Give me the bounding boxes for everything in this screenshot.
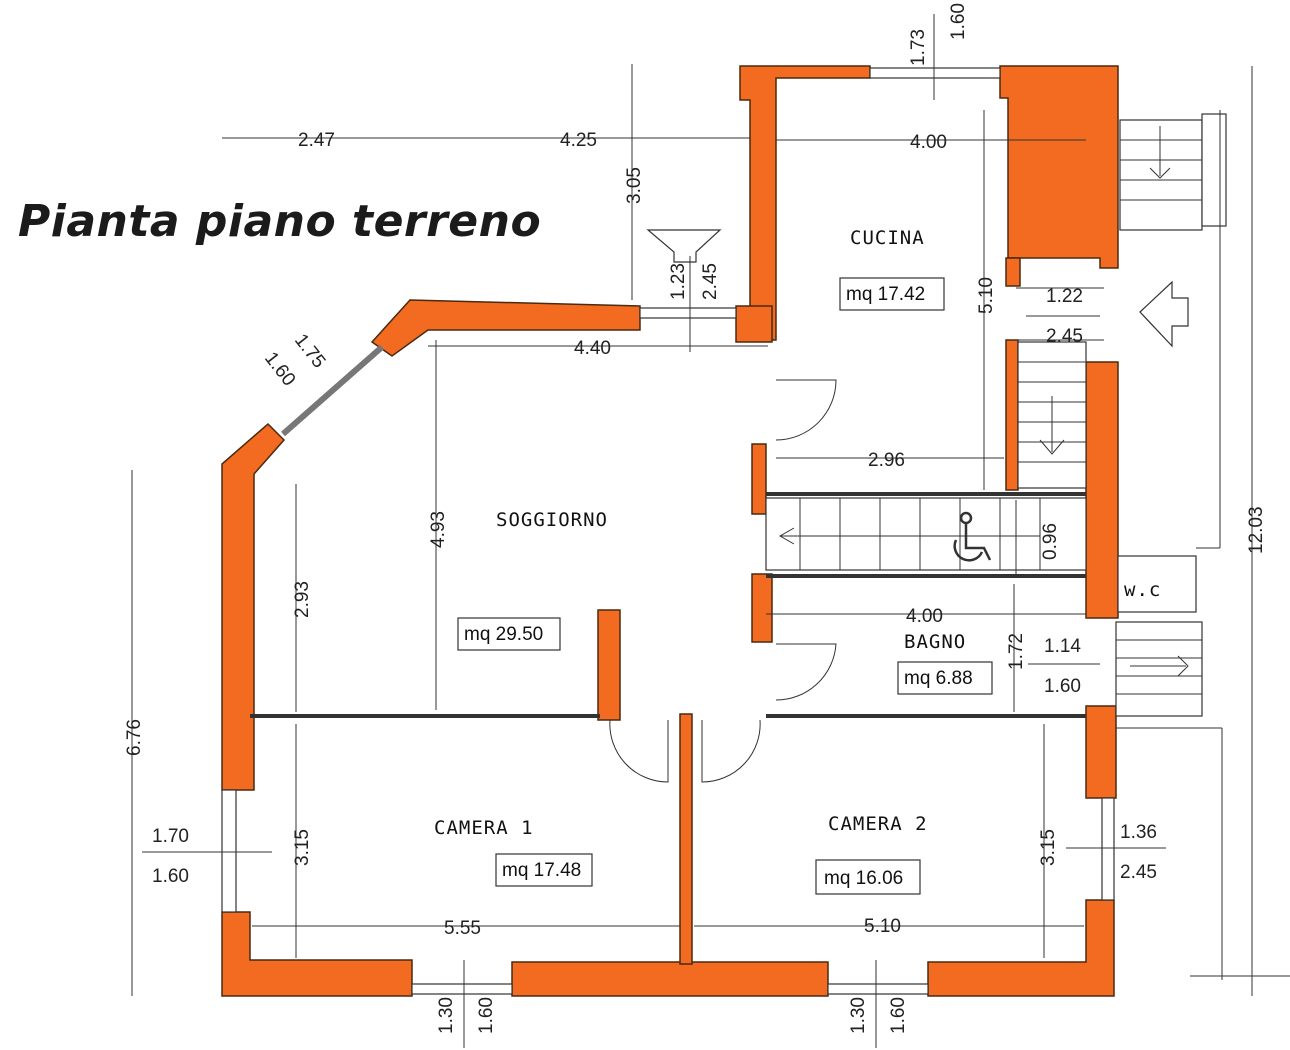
wall-corridor-mid: [751, 573, 773, 643]
area-cucina: mq 17.42: [846, 284, 925, 305]
wall-bottom-right: [927, 899, 1115, 997]
walls: [221, 65, 1119, 997]
dim-3-05: 3.05: [624, 167, 645, 204]
dim-1-30-left: 1.30: [436, 997, 457, 1034]
dim-1-72: 1.72: [1006, 633, 1027, 670]
dim-4-25: 4.25: [560, 130, 597, 151]
entry-arrow-icon: [646, 229, 722, 263]
area-box-camera-1: [495, 853, 593, 887]
room-bagno: BAGNO: [904, 631, 966, 653]
dim-1-60-bottom-right: 1.60: [888, 997, 909, 1034]
dim-5-10-vertical: 5.10: [976, 277, 997, 314]
dimension-lines: [131, 14, 1253, 1048]
area-camera-1: mq 17.48: [502, 860, 581, 881]
partitions: [221, 67, 1115, 995]
doors: [609, 379, 837, 783]
area-soggiorno: mq 29.50: [464, 624, 543, 645]
dim-1-60-left: 1.60: [152, 866, 189, 887]
plan-title: Pianta piano terreno: [18, 196, 542, 247]
area-box-bagno: [897, 661, 993, 695]
dim-2-93: 2.93: [292, 581, 313, 618]
room-camera-1: CAMERA 1: [434, 817, 534, 839]
dim-1-60-top: 1.60: [948, 3, 969, 40]
room-camera-2: CAMERA 2: [828, 813, 928, 835]
dim-2-45-right: 2.45: [1120, 862, 1157, 883]
dim-1-14: 1.14: [1044, 636, 1081, 657]
wall-entry-stub: [735, 305, 773, 343]
wc-box: [1117, 555, 1197, 613]
dim-1-23: 1.23: [668, 263, 689, 300]
area-bagno: mq 6.88: [904, 668, 973, 689]
room-cucina: CUCINA: [850, 227, 925, 249]
window-camera2-bottom: [827, 983, 929, 995]
dim-2-45-entry: 2.45: [700, 263, 721, 300]
area-box-cucina: [839, 277, 945, 311]
dim-1-75: 1.75: [290, 330, 329, 372]
dim-12-03: 12.03: [1246, 506, 1267, 554]
window-camera2: [1101, 797, 1115, 901]
room-labels: CUCINA mq 17.42 SOGGIORNO mq 29.50 BAGNO…: [434, 227, 1161, 895]
wall-kitchen-right-lower: [1005, 257, 1021, 287]
dim-4-00-kitchen: 4.00: [910, 132, 947, 153]
dim-5-10-horizontal: 5.10: [864, 916, 901, 937]
dim-5-55: 5.55: [444, 918, 481, 939]
wall-living-diagonal: [221, 422, 286, 791]
dim-1-73: 1.73: [908, 29, 929, 66]
stairs: [646, 110, 1290, 980]
wall-corridor-left: [751, 443, 767, 515]
window-camera1: [221, 789, 237, 913]
dim-1-30-right: 1.30: [848, 997, 869, 1034]
dim-1-36: 1.36: [1120, 822, 1157, 843]
wall-right-mid: [1085, 361, 1119, 619]
wall-bottom-mid: [511, 961, 829, 997]
dim-6-76: 6.76: [124, 719, 145, 756]
area-box-soggiorno: [457, 617, 561, 651]
dim-4-00-bagno: 4.00: [906, 606, 943, 627]
wall-right-lower: [1085, 705, 1117, 799]
area-box-camera-2: [815, 859, 921, 895]
wall-kitchen-divider: [1005, 339, 1019, 491]
dim-1-70: 1.70: [152, 826, 189, 847]
window-entry: [639, 307, 737, 319]
dim-1-22: 1.22: [1046, 286, 1083, 307]
dim-2-47: 2.47: [298, 130, 335, 151]
dim-2-96: 2.96: [868, 450, 905, 471]
dim-3-15-left: 3.15: [292, 829, 313, 866]
dim-1-60-bagno: 1.60: [1044, 676, 1081, 697]
wall-bedroom-divider: [679, 713, 693, 965]
dim-1-60-diagonal: 1.60: [260, 348, 299, 390]
dim-4-93: 4.93: [428, 511, 449, 548]
wall-kitchen-top-right: [999, 65, 1119, 269]
wall-living-inner: [597, 609, 621, 721]
room-soggiorno: SOGGIORNO: [496, 509, 608, 531]
room-wc: w.c: [1124, 579, 1161, 601]
wall-bottom-left: [221, 911, 413, 997]
wheelchair-icon: [953, 511, 992, 562]
dim-0-96: 0.96: [1040, 523, 1061, 560]
wall-living-top: [370, 299, 641, 357]
dim-4-40: 4.40: [574, 338, 611, 359]
window-kitchen: [869, 67, 1001, 79]
area-camera-2: mq 16.06: [824, 868, 903, 889]
window-camera1-bottom: [411, 983, 513, 995]
dim-2-45-side: 2.45: [1046, 326, 1083, 347]
side-entry-arrow-icon: [1139, 280, 1189, 348]
dim-1-60-bottom-left: 1.60: [476, 997, 497, 1034]
dimension-labels: 2.47 4.25 3.05 1.73 1.60 4.00 5.10 1.22 …: [124, 3, 1267, 1034]
dim-3-15-right: 3.15: [1038, 829, 1059, 866]
